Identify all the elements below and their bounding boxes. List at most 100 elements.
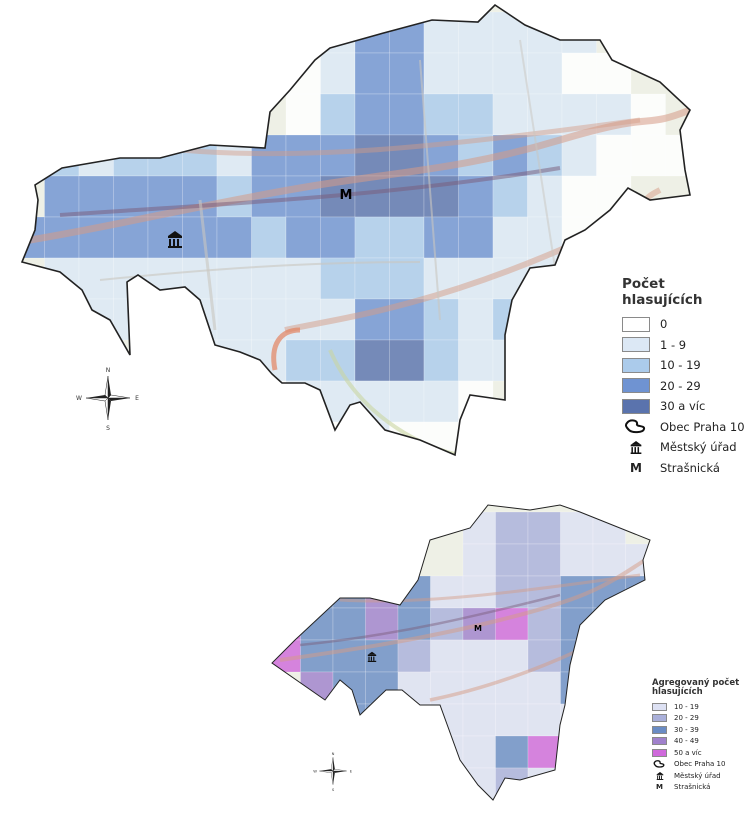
grid-cell bbox=[216, 257, 252, 300]
svg-text:S: S bbox=[332, 788, 335, 792]
legend-title: Agregovaný počet hlasujících bbox=[652, 678, 740, 697]
grid-cell bbox=[320, 257, 356, 300]
legend-item-class: 10 - 19 bbox=[652, 701, 744, 713]
grid-cell bbox=[300, 607, 334, 641]
grid-cell bbox=[300, 575, 334, 609]
grid-cell bbox=[560, 511, 594, 545]
grid-cell bbox=[332, 607, 366, 641]
legend-item-boundary: Obec Praha 10 bbox=[622, 417, 747, 438]
choropleth-map-voters[interactable]: M N S E W bbox=[0, 0, 747, 470]
grid-cell bbox=[216, 216, 252, 259]
legend-label: 50 a víc bbox=[674, 748, 702, 757]
grid-cell bbox=[458, 134, 494, 177]
grid-cell bbox=[389, 175, 425, 218]
svg-text:E: E bbox=[350, 769, 353, 773]
grid-cell bbox=[389, 216, 425, 259]
legend-label: 20 - 29 bbox=[674, 714, 699, 723]
grid-cell bbox=[354, 52, 390, 95]
legend-label: 1 - 9 bbox=[660, 337, 687, 352]
metro-station-icon: M bbox=[474, 624, 482, 633]
praha-10-boundary bbox=[271, 504, 651, 801]
grid-cell bbox=[527, 52, 563, 95]
grid-cell bbox=[560, 543, 594, 577]
legend-aggregated: Agregovaný počet hlasujících 10 - 19 20 -… bbox=[652, 679, 744, 793]
metro-station-icon: M bbox=[630, 460, 642, 475]
grid-cell bbox=[462, 575, 496, 609]
grid-cell bbox=[462, 639, 496, 673]
legend-item-class: 1 - 9 bbox=[622, 335, 747, 356]
legend-swatch bbox=[622, 316, 650, 332]
grid-cell bbox=[430, 639, 464, 673]
grid-cell bbox=[462, 735, 496, 769]
grid-cell bbox=[561, 175, 597, 218]
legend-item-class: 40 - 49 bbox=[652, 736, 744, 748]
town-hall-icon bbox=[652, 771, 667, 780]
legend-label: 0 bbox=[660, 317, 668, 332]
legend-item-class: 20 - 29 bbox=[652, 713, 744, 725]
town-hall-icon bbox=[622, 440, 650, 455]
grid-cell bbox=[354, 175, 390, 218]
grid-cell bbox=[527, 671, 561, 705]
grid-cell bbox=[320, 134, 356, 177]
grid-cell bbox=[527, 543, 561, 577]
grid-cell bbox=[592, 543, 626, 577]
grid-cell bbox=[354, 339, 390, 382]
grid-cell bbox=[560, 607, 594, 641]
grid-cell bbox=[320, 93, 356, 136]
grid-cell bbox=[397, 639, 431, 673]
grid-cell bbox=[458, 216, 494, 259]
grid-cell bbox=[561, 52, 597, 95]
grid-cell bbox=[354, 257, 390, 300]
legend-swatch bbox=[622, 337, 650, 353]
legend-swatch bbox=[652, 714, 667, 723]
grid-cell bbox=[423, 216, 459, 259]
compass-rose-icon: N S E W bbox=[313, 752, 353, 792]
legend-item-boundary: Obec Praha 10 bbox=[652, 759, 744, 771]
grid-cell bbox=[625, 575, 650, 609]
metro-station-icon: M bbox=[656, 783, 663, 792]
grid-cell bbox=[592, 639, 626, 673]
grid-cell bbox=[354, 134, 390, 177]
grid-cell bbox=[625, 639, 650, 673]
grid-cell bbox=[458, 93, 494, 136]
grid-cell bbox=[495, 543, 529, 577]
grid-cell bbox=[592, 607, 626, 641]
grid-cell bbox=[592, 671, 626, 705]
legend-label: 10 - 19 bbox=[674, 702, 699, 711]
svg-text:N: N bbox=[106, 367, 111, 374]
legend-label: 30 - 39 bbox=[674, 725, 699, 734]
legend-item-class: 30 a víc bbox=[622, 396, 747, 417]
legend-item-class: 50 a víc bbox=[652, 747, 744, 759]
grid-cell bbox=[365, 703, 399, 737]
grid-cell bbox=[630, 93, 666, 136]
grid-cell bbox=[332, 703, 366, 737]
praha-10-boundary bbox=[20, 3, 691, 457]
grid-cell bbox=[389, 339, 425, 382]
svg-text:E: E bbox=[135, 395, 139, 402]
grid-cell bbox=[389, 93, 425, 136]
grid-cell bbox=[272, 607, 301, 641]
grid-cell bbox=[397, 703, 431, 737]
grid-cell bbox=[332, 639, 366, 673]
grid-cell bbox=[462, 767, 496, 800]
grid-cell bbox=[300, 671, 334, 705]
svg-text:N: N bbox=[332, 752, 335, 756]
grid-cell bbox=[430, 575, 464, 609]
grid-cell bbox=[251, 298, 287, 341]
legend-item-class: 20 - 29 bbox=[622, 376, 747, 397]
legend-swatch bbox=[622, 398, 650, 414]
grid-cell bbox=[430, 735, 464, 769]
grid-cell bbox=[492, 93, 528, 136]
svg-text:W: W bbox=[313, 769, 317, 773]
legend-swatch bbox=[622, 378, 650, 394]
grid-cell bbox=[560, 703, 594, 737]
grid-cell bbox=[462, 543, 496, 577]
grid-cell bbox=[527, 703, 561, 737]
legend-item-class: 30 - 39 bbox=[652, 724, 744, 736]
legend-swatch bbox=[652, 725, 667, 734]
grid-cell bbox=[462, 703, 496, 737]
grid-cell bbox=[354, 216, 390, 259]
grid-cell bbox=[397, 575, 431, 609]
